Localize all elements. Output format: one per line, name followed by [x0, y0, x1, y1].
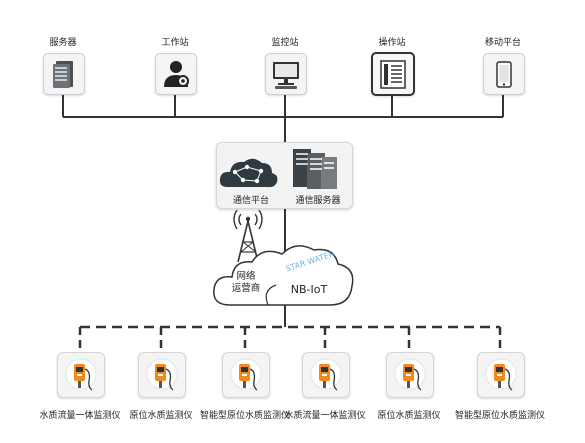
device-label-5: 原位水质监测仪 — [377, 411, 441, 421]
device-6[interactable] — [477, 352, 525, 398]
monitor-device-icon — [146, 358, 178, 391]
top-node-label-operator-station: 操作站 — [378, 38, 406, 48]
device-label-6: 智能型原位水质监测仪 — [454, 411, 545, 421]
device-label-4: 水质流量一体监测仪 — [284, 411, 366, 421]
mobile-phone-icon — [496, 61, 512, 88]
hub-platform-label: 通信平台 — [232, 196, 269, 206]
monitor-device-icon — [65, 358, 97, 391]
operator-panel-icon — [380, 60, 406, 89]
top-node-operator-station[interactable] — [371, 52, 415, 96]
top-node-server[interactable] — [43, 53, 85, 95]
device-1[interactable] — [57, 352, 105, 398]
nbiot-label: NB-IoT — [290, 283, 328, 296]
device-5[interactable] — [386, 352, 434, 398]
device-4[interactable] — [302, 352, 350, 398]
device-label-3: 智能型原位水质监测仪 — [199, 411, 290, 421]
monitor-computer-icon — [273, 62, 299, 89]
top-node-monitor-station[interactable] — [265, 53, 307, 95]
top-node-workstation[interactable] — [155, 53, 197, 95]
hub-server-label: 通信服务器 — [295, 196, 341, 206]
platform-cloud-icon — [219, 158, 278, 188]
monitor-device-icon — [394, 358, 426, 391]
cell-tower-icon — [233, 209, 263, 263]
monitor-device-icon — [485, 358, 517, 391]
monitor-device-icon — [230, 358, 262, 391]
top-node-label-mobile: 移动平台 — [484, 38, 521, 48]
server-icon — [53, 61, 73, 88]
network-cloud-shape — [213, 245, 354, 306]
device-label-1: 水质流量一体监测仪 — [39, 411, 121, 421]
device-2[interactable] — [138, 352, 186, 398]
top-node-mobile[interactable] — [483, 53, 525, 95]
workstation-user-icon — [164, 61, 189, 87]
device-label-2: 原位水质监测仪 — [129, 411, 193, 421]
network-operator-label-1: 网络 — [236, 271, 256, 282]
monitor-device-icon — [310, 358, 342, 391]
network-operator-label-2: 运营商 — [231, 283, 261, 294]
device-3[interactable] — [222, 352, 270, 398]
top-node-label-server: 服务器 — [49, 38, 77, 48]
hub-graphics — [219, 149, 337, 189]
top-node-label-workstation: 工作站 — [161, 38, 189, 48]
server-rack-icon — [293, 149, 337, 189]
communication-hub[interactable]: 通信平台 通信服务器 — [216, 142, 353, 209]
top-node-label-monitor-station: 监控站 — [271, 38, 299, 48]
